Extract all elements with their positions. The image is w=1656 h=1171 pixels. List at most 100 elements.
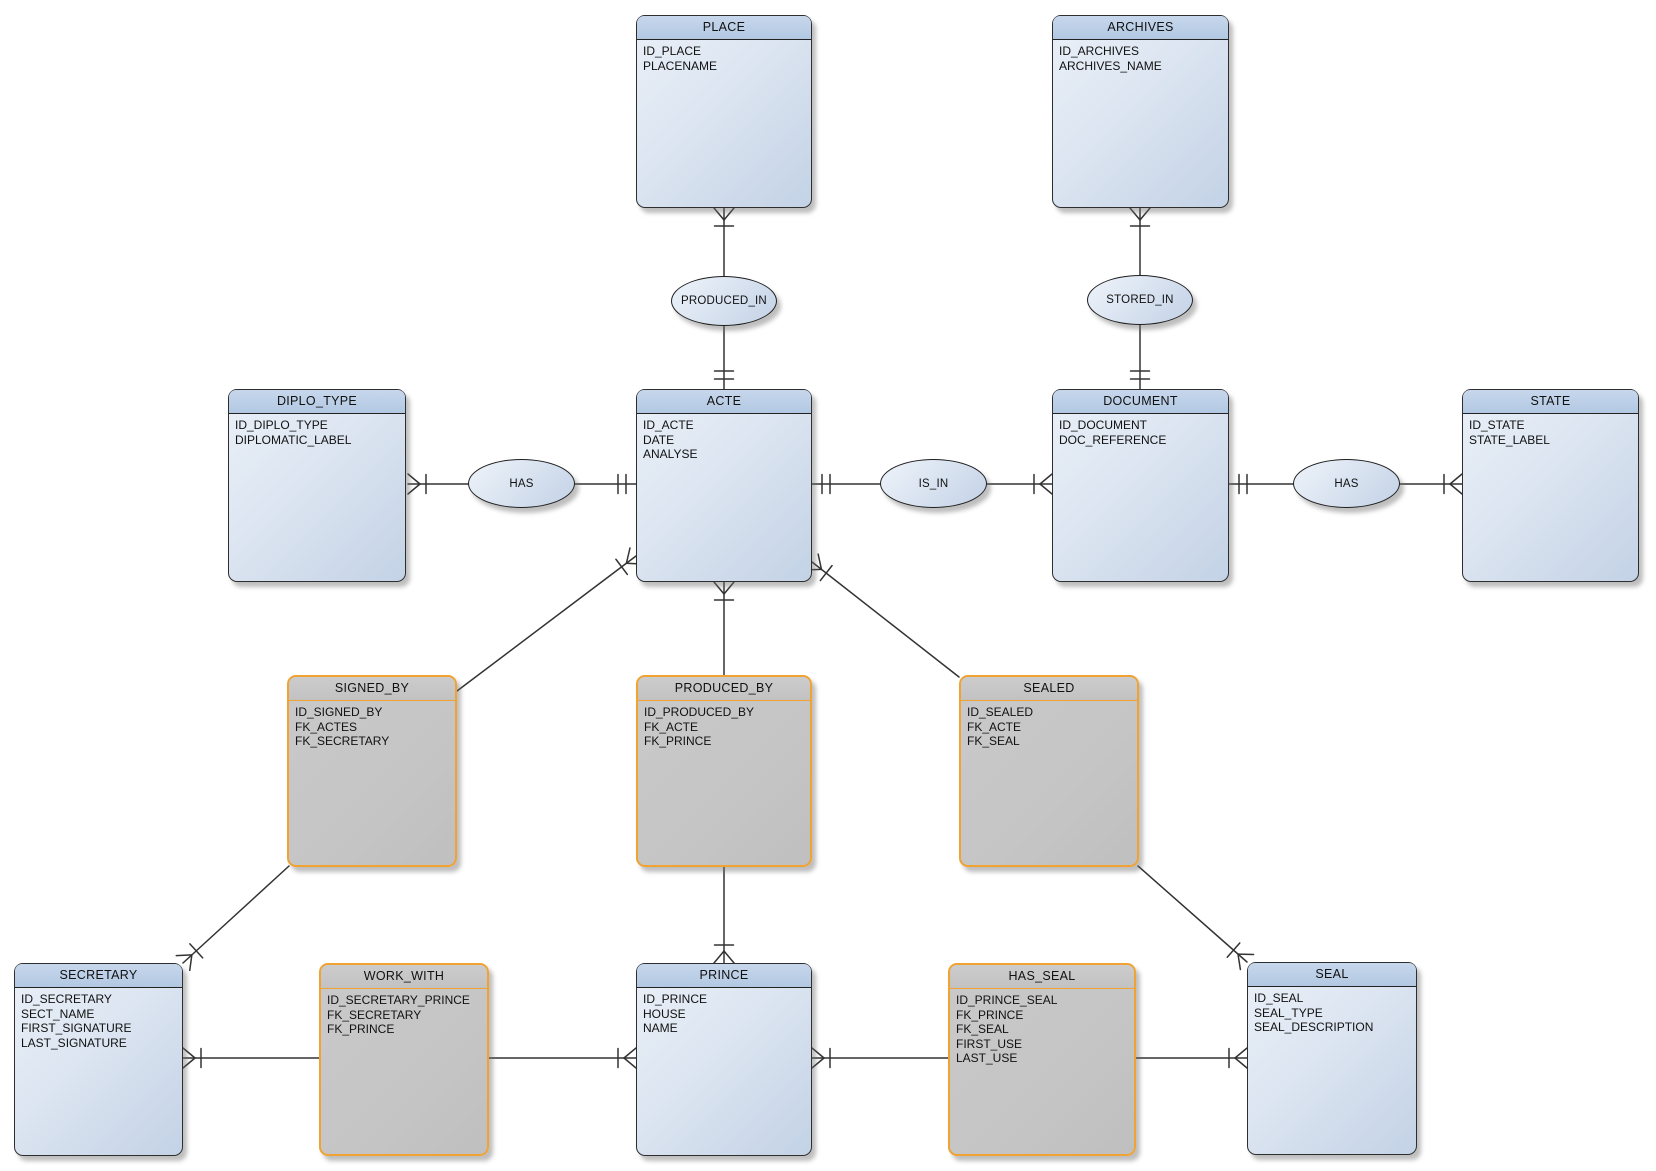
entity-title: SEALED (961, 677, 1137, 701)
attribute: FK_ACTES (295, 719, 358, 734)
entity-title: DOCUMENT (1053, 390, 1228, 414)
attribute: FK_PRINCE (327, 1022, 395, 1036)
attribute: ANALYSE (643, 447, 698, 461)
connector-diplo_type--has (407, 473, 469, 495)
attribute: FK_SEAL (956, 1022, 1009, 1036)
entity-title: PRINCE (637, 964, 811, 988)
attribute: SEAL_DESCRIPTION (1254, 1020, 1374, 1034)
attribute: FK_ACTE (967, 719, 1022, 734)
attribute: ID_ACTE (643, 418, 694, 432)
relationship-has-state[interactable]: HAS (1293, 459, 1400, 508)
attribute: SECT_NAME (21, 1006, 95, 1021)
attribute: ID_SEALED (967, 705, 1034, 719)
attribute: FK_PRINCE (644, 734, 712, 748)
attribute: FK_SECRETARY (295, 734, 390, 748)
entity-title: PLACE (637, 16, 811, 40)
attribute: DIPLOMATIC_LABEL (235, 432, 352, 447)
relationship-label: STORED_IN (1106, 294, 1174, 306)
attribute: ID_PRINCE_SEAL (956, 993, 1058, 1007)
attribute: PLACENAME (643, 58, 718, 73)
connector-work_with--prince (488, 1047, 637, 1069)
attribute: ID_SECRETARY_PRINCE (327, 993, 470, 1007)
relationship-has-diplo[interactable]: HAS (468, 459, 575, 508)
relationship-label: PRODUCED_IN (681, 295, 767, 307)
entity-title: HAS_SEAL (950, 965, 1134, 989)
entity-title: SIGNED_BY (289, 677, 455, 701)
relationship-is-in[interactable]: IS_IN (880, 459, 987, 508)
attribute: ID_STATE (1469, 418, 1525, 432)
entity-title: PRODUCED_BY (638, 677, 810, 701)
attribute: FK_PRINCE (956, 1007, 1024, 1022)
connector-has_seal--seal (1135, 1047, 1248, 1069)
entity-title: WORK_WITH (321, 965, 487, 989)
attribute: FIRST_USE (956, 1036, 1023, 1051)
attribute: FIRST_SIGNATURE (21, 1021, 132, 1035)
connector-acte--is_in (811, 473, 881, 495)
connector-has--acte (574, 473, 637, 495)
relationship-label: IS_IN (918, 477, 949, 490)
attribute: ID_SEAL (1254, 991, 1304, 1005)
connector-is_in--document (986, 473, 1053, 495)
attribute: ID_PLACE (643, 44, 702, 58)
connector-acte--sealed (805, 553, 960, 678)
attribute: ID_PRINCE (643, 992, 708, 1006)
attribute: ARCHIVES_NAME (1059, 58, 1162, 73)
connector-produced_in--acte (713, 325, 735, 390)
attribute: DOC_REFERENCE (1059, 432, 1167, 447)
attribute: ID_PRODUCED_BY (644, 705, 755, 719)
attribute: NAME (643, 1021, 678, 1035)
attribute: STATE_LABEL (1469, 432, 1550, 447)
connector-acte--signed_by (456, 547, 643, 692)
relationship-produced-in[interactable]: PRODUCED_IN (671, 276, 777, 326)
connector-acte--produced_by (713, 581, 735, 676)
attribute: ID_DIPLO_TYPE (235, 418, 328, 432)
entity-title: ACTE (637, 390, 811, 414)
relationship-stored-in[interactable]: STORED_IN (1087, 275, 1193, 325)
attribute: HOUSE (643, 1006, 686, 1021)
attribute: FK_SECRETARY (327, 1007, 422, 1022)
entity-title: DIPLO_TYPE (229, 390, 405, 414)
attribute: FK_SEAL (967, 734, 1020, 748)
connector-has--state (1399, 473, 1463, 495)
attribute: ID_SIGNED_BY (295, 705, 383, 719)
connector-signed_by--secretary (175, 865, 290, 972)
attribute: SEAL_TYPE (1254, 1005, 1323, 1020)
connector-secretary--work_with (182, 1047, 320, 1069)
attribute: ID_SECRETARY (21, 992, 112, 1006)
connector-place--produced_in (713, 207, 735, 277)
connector-document--has (1228, 473, 1294, 495)
entity-title: SECRETARY (15, 964, 182, 988)
attribute: DATE (643, 432, 675, 447)
entity-title: ARCHIVES (1053, 16, 1228, 40)
attribute: ID_DOCUMENT (1059, 418, 1148, 432)
